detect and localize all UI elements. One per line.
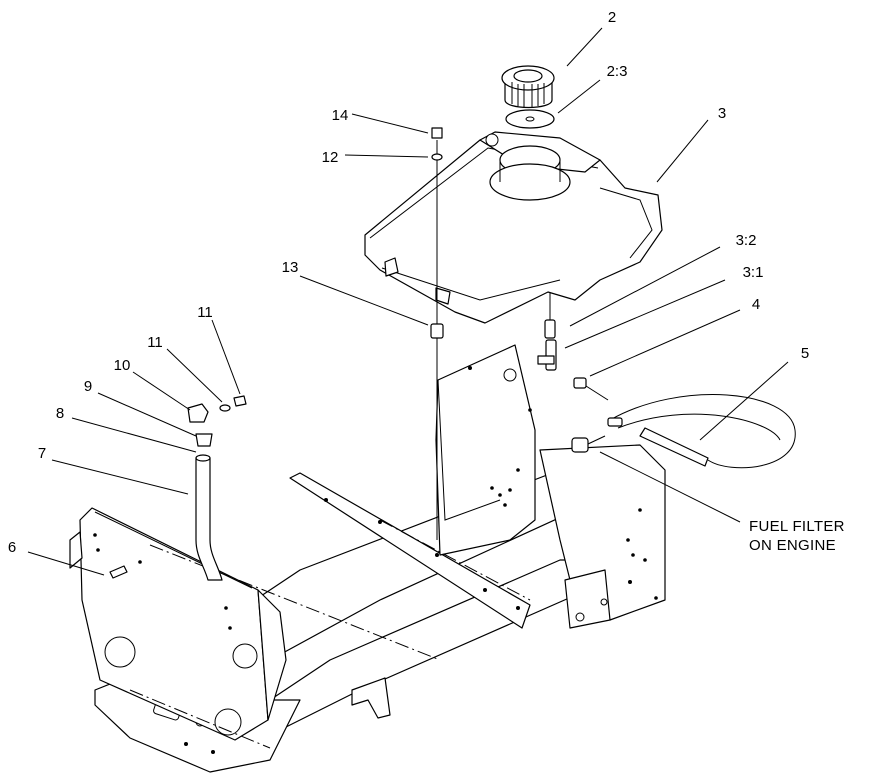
callout-13: 13	[282, 259, 299, 276]
bolt-14	[431, 127, 443, 139]
callout-2: 2	[608, 9, 616, 26]
panel-hole-2	[232, 643, 258, 669]
callout-12: 11	[197, 304, 213, 321]
left-side-panel	[79, 507, 269, 741]
fuel-line-5	[607, 394, 796, 469]
cap-gasket	[505, 109, 555, 129]
washer-11-center	[431, 153, 443, 161]
fuel-filter	[571, 435, 606, 453]
callout-11-left: 11	[147, 334, 163, 351]
callout-labels: 2 2:3 3 3:2 3:1 4 5 6 7 8 9 10 11 11 12 …	[8, 9, 809, 556]
vent-tube	[195, 454, 223, 581]
chassis-frame	[69, 344, 666, 773]
leader-lines	[27, 27, 789, 576]
fuel-filter-note: FUEL FILTER ON ENGINE	[749, 518, 845, 554]
callout-11-center: 12	[322, 149, 339, 166]
shutoff-valve	[537, 339, 557, 371]
callout-3: 3	[718, 105, 726, 122]
callout-3-1: 3:1	[743, 264, 764, 281]
callout-4: 4	[752, 296, 760, 313]
callout-9: 9	[84, 378, 92, 395]
callout-2-3: 2:3	[607, 63, 628, 80]
clamp-10	[187, 403, 209, 423]
seat-mount-bracket	[435, 344, 536, 556]
callout-7: 7	[38, 445, 46, 462]
right-bracket	[539, 444, 666, 621]
fuel-tank	[364, 131, 663, 324]
callout-8: 8	[56, 405, 64, 422]
note-line-1: FUEL FILTER	[749, 518, 845, 535]
fuel-cap	[501, 65, 555, 109]
note-line-2: ON ENGINE	[749, 537, 836, 554]
callout-3-2: 3:2	[736, 232, 757, 249]
washer-11-left	[219, 404, 231, 412]
fuel-line-short	[585, 385, 609, 401]
panel-hole-1	[104, 636, 136, 668]
bolt-6	[109, 565, 128, 579]
cross-bar	[289, 472, 531, 629]
vent-cap	[195, 433, 213, 447]
spacer-13	[430, 323, 444, 339]
callout-6: 6	[8, 539, 16, 556]
hose-clamp-4	[573, 377, 587, 389]
rear-bracket	[351, 677, 391, 719]
tank-outlet-fitting	[544, 292, 556, 339]
callout-10: 10	[114, 357, 131, 374]
nut-12	[233, 395, 247, 407]
callout-5: 5	[801, 345, 809, 362]
callout-14: 14	[332, 107, 349, 124]
